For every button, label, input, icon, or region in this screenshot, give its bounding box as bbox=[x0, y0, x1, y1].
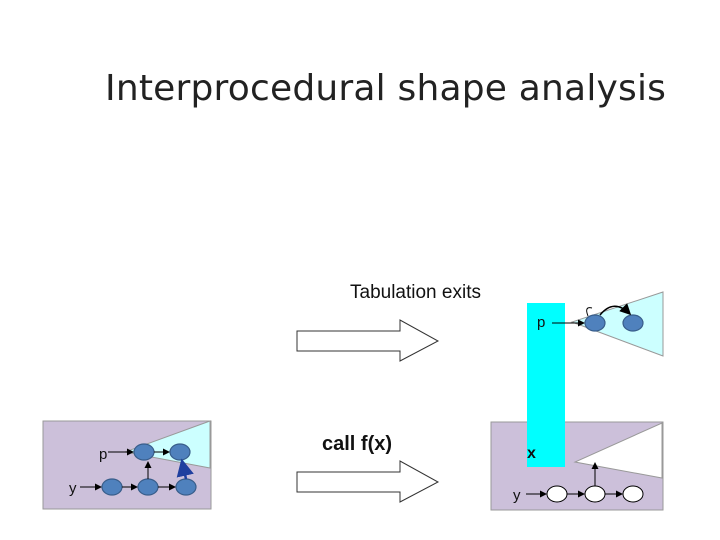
right-y-label: y bbox=[513, 487, 521, 504]
right-x-label: x bbox=[527, 445, 536, 462]
right-bottom-node-3 bbox=[622, 485, 644, 503]
right-bottom-node-1 bbox=[546, 485, 568, 503]
left-edge-highlight bbox=[176, 458, 194, 480]
left-p-label: p bbox=[99, 446, 108, 463]
right-top-p-label: p bbox=[537, 314, 546, 331]
cutpoint-bar bbox=[527, 303, 565, 467]
left-y-label: y bbox=[69, 480, 77, 497]
right-loop-edge bbox=[599, 303, 632, 316]
right-top-node-1 bbox=[584, 314, 606, 332]
left-node-top-1 bbox=[133, 443, 155, 461]
tabulation-exits-label: Tabulation exits bbox=[350, 282, 481, 303]
call-arrow bbox=[296, 460, 440, 503]
slide-title: Interprocedural shape analysis bbox=[105, 68, 667, 109]
right-small-loop bbox=[586, 307, 593, 317]
left-heap bbox=[42, 420, 212, 510]
right-bottom-node-2 bbox=[584, 485, 606, 503]
left-node-bottom-3 bbox=[175, 478, 197, 496]
left-node-bottom-2 bbox=[137, 478, 159, 496]
right-top-node-2 bbox=[622, 314, 644, 332]
tabulation-arrow bbox=[296, 319, 440, 362]
left-node-bottom-1 bbox=[101, 478, 123, 496]
right-heap bbox=[490, 291, 664, 511]
call-label: call f(x) bbox=[322, 433, 393, 455]
left-node-top-2 bbox=[169, 443, 191, 461]
